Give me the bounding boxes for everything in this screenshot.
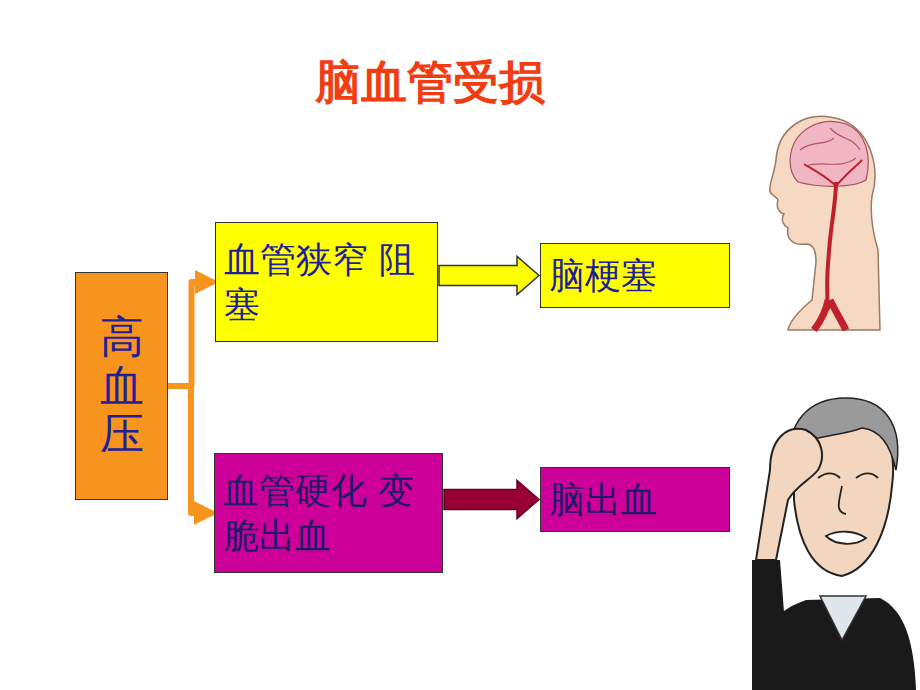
node-label: 脑出血 bbox=[549, 477, 657, 522]
node-label: 血管狭窄 阻塞 bbox=[224, 237, 429, 327]
process-box: 血管硬化 变脆出血 bbox=[214, 453, 443, 573]
block-arrow bbox=[439, 257, 539, 295]
process-box: 脑出血 bbox=[540, 467, 730, 532]
process-box: 血管狭窄 阻塞 bbox=[215, 222, 438, 342]
man-figure bbox=[752, 398, 916, 690]
block-arrow bbox=[444, 481, 539, 519]
diagram-title: 脑血管受损 bbox=[0, 52, 860, 114]
cause-box: 高血压 bbox=[75, 272, 168, 500]
node-label: 脑梗塞 bbox=[549, 253, 657, 298]
process-box: 脑梗塞 bbox=[540, 243, 730, 308]
node-label: 高血压 bbox=[100, 313, 144, 458]
arrow-connector bbox=[168, 282, 214, 386]
head-figure bbox=[770, 116, 880, 330]
arrow-connector bbox=[168, 386, 213, 513]
node-label: 血管硬化 变脆出血 bbox=[223, 468, 434, 558]
